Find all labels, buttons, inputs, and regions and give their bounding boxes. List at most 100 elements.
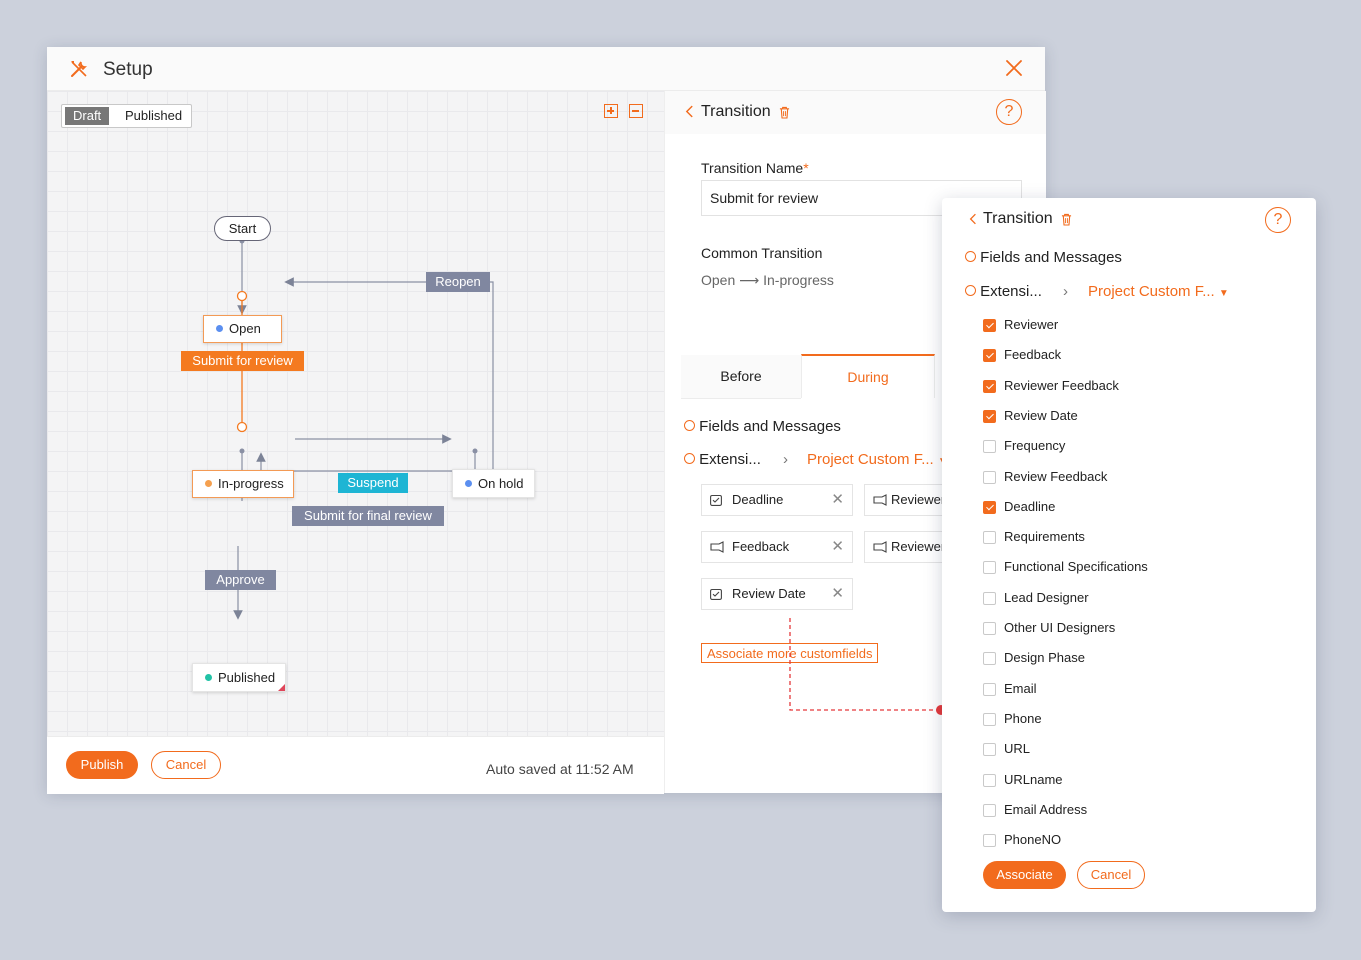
popup-fields-section-header[interactable]: Fields and Messages — [965, 249, 1122, 266]
state-open-label: Open — [229, 321, 261, 336]
field-chip-label: Reviewer — [891, 539, 946, 554]
transition-submit-for-review[interactable]: Submit for review — [181, 351, 304, 371]
cancel-button[interactable]: Cancel — [151, 751, 221, 779]
custom-field-option-label: Reviewer — [1004, 317, 1059, 332]
trash-icon[interactable] — [779, 106, 790, 119]
popup-section-title: Fields and Messages — [980, 249, 1122, 266]
field-chip-feedback[interactable]: Feedback ✕ — [701, 531, 853, 563]
remove-icon[interactable]: ✕ — [831, 585, 844, 602]
workflow-canvas[interactable]: Draft Published — [47, 91, 664, 736]
start-node[interactable]: Start — [214, 216, 271, 241]
help-icon[interactable]: ? — [996, 99, 1022, 125]
custom-field-option-label: Other UI Designers — [1004, 620, 1116, 635]
transition-panel-title: Transition — [701, 103, 771, 120]
transition-submit-final-review[interactable]: Submit for final review — [292, 506, 444, 526]
transition-suspend[interactable]: Suspend — [338, 473, 408, 493]
caret-down-icon: ▼ — [1218, 288, 1229, 299]
custom-field-option-label: Review Feedback — [1004, 468, 1108, 484]
checkbox-unchecked-icon[interactable] — [983, 652, 996, 666]
custom-field-option-label: Lead Designer — [1004, 589, 1089, 605]
state-open[interactable]: Open — [203, 315, 282, 343]
trash-icon[interactable] — [1061, 213, 1072, 226]
transition-reopen[interactable]: Reopen — [426, 272, 490, 292]
checkbox-unchecked-icon[interactable] — [983, 743, 996, 757]
popup-title: Transition — [983, 210, 1053, 227]
canvas-footer: Publish Cancel Auto saved at 11:52 AM — [47, 736, 664, 794]
final-state-corner-icon — [278, 684, 285, 691]
calendar-check-icon — [710, 494, 722, 506]
remove-icon[interactable]: ✕ — [831, 491, 844, 508]
custom-field-option-label: URLname — [1004, 771, 1063, 787]
custom-field-option-label: Phone — [1004, 710, 1042, 726]
checkbox-checked-icon[interactable] — [983, 319, 996, 332]
start-label: Start — [228, 221, 257, 236]
state-published[interactable]: Published — [192, 663, 286, 692]
published-toggle-option[interactable]: Published — [125, 108, 183, 123]
common-transition-label: Common Transition — [701, 245, 823, 261]
custom-field-option-label: Functional Specifications — [1004, 559, 1148, 575]
checkbox-checked-icon[interactable] — [983, 500, 996, 514]
popup-cancel-button[interactable]: Cancel — [1077, 861, 1145, 889]
autosave-status: Auto saved at 11:52 AM — [486, 761, 634, 777]
transition-name-label: Transition Name* — [701, 160, 809, 176]
state-in-progress[interactable]: In-progress — [192, 470, 294, 498]
message-field-icon — [710, 541, 724, 553]
user-field-icon — [873, 541, 887, 553]
draft-toggle-option[interactable]: Draft — [65, 107, 110, 125]
checkbox-unchecked-icon[interactable] — [983, 591, 996, 605]
project-custom-dropdown[interactable]: Project Custom F... ▼ — [807, 451, 948, 468]
checkbox-unchecked-icon[interactable] — [983, 803, 996, 817]
common-to: In-progress — [763, 272, 834, 288]
zoom-in-icon[interactable] — [604, 104, 618, 118]
tools-icon — [71, 61, 87, 77]
remove-icon[interactable]: ✕ — [831, 538, 844, 555]
checkbox-checked-icon[interactable] — [983, 409, 996, 423]
state-on-hold-label: On hold — [478, 476, 524, 491]
extension-row: Extensi... › Project Custom F... ▼ — [684, 451, 964, 468]
custom-field-option-label: Frequency — [1004, 438, 1066, 454]
checkbox-checked-icon[interactable] — [983, 379, 996, 393]
tab-before-label: Before — [720, 368, 762, 384]
chevron-right-icon: › — [1063, 283, 1068, 300]
close-icon[interactable] — [1005, 59, 1023, 77]
blue-dot-icon — [465, 480, 472, 487]
help-icon[interactable]: ? — [1265, 207, 1291, 233]
field-chip-deadline[interactable]: Deadline ✕ — [701, 484, 853, 516]
tab-during[interactable]: During — [801, 354, 935, 398]
state-in-progress-label: In-progress — [218, 476, 284, 491]
state-on-hold[interactable]: On hold — [452, 469, 535, 498]
popup-project-dropdown[interactable]: Project Custom F... ▼ — [1088, 283, 1229, 300]
publish-button[interactable]: Publish — [66, 751, 138, 779]
zoom-out-icon[interactable] — [629, 104, 643, 118]
checkbox-unchecked-icon[interactable] — [983, 561, 996, 575]
fields-section-title: Fields and Messages — [699, 418, 841, 435]
checkbox-unchecked-icon[interactable] — [983, 712, 996, 726]
back-chevron-icon[interactable] — [969, 213, 977, 225]
custom-field-option-label: Design Phase — [1004, 650, 1085, 666]
checkbox-checked-icon[interactable] — [983, 349, 996, 363]
checkbox-unchecked-icon[interactable] — [983, 622, 996, 635]
custom-field-option-label: Reviewer Feedback — [1004, 377, 1119, 393]
tab-before[interactable]: Before — [681, 355, 801, 399]
transition-name-label-text: Transition Name — [701, 160, 804, 176]
associate-more-link[interactable]: Associate more customfields — [701, 643, 879, 663]
draft-published-toggle: Draft Published — [61, 104, 192, 128]
extension-label[interactable]: Extensi... — [699, 451, 761, 468]
checkbox-unchecked-icon[interactable] — [983, 834, 996, 848]
checkbox-unchecked-icon[interactable] — [983, 682, 996, 696]
custom-field-option-label: Email Address — [1004, 801, 1088, 817]
popup-extension-label[interactable]: Extensi... — [980, 283, 1042, 300]
fields-section-header[interactable]: Fields and Messages — [684, 418, 841, 435]
field-chip-review-date[interactable]: Review Date ✕ — [701, 578, 853, 610]
checkbox-unchecked-icon[interactable] — [983, 531, 996, 545]
transition-approve[interactable]: Approve — [205, 570, 276, 590]
project-custom-label: Project Custom F... — [807, 451, 934, 468]
calendar-check-icon — [710, 588, 722, 600]
checkbox-unchecked-icon[interactable] — [983, 773, 996, 787]
setup-title: Setup — [103, 59, 153, 80]
checkbox-unchecked-icon[interactable] — [983, 470, 996, 484]
back-chevron-icon[interactable] — [685, 105, 694, 118]
collapse-circle-icon — [684, 420, 695, 431]
checkbox-unchecked-icon[interactable] — [983, 440, 996, 454]
associate-button[interactable]: Associate — [983, 861, 1066, 889]
